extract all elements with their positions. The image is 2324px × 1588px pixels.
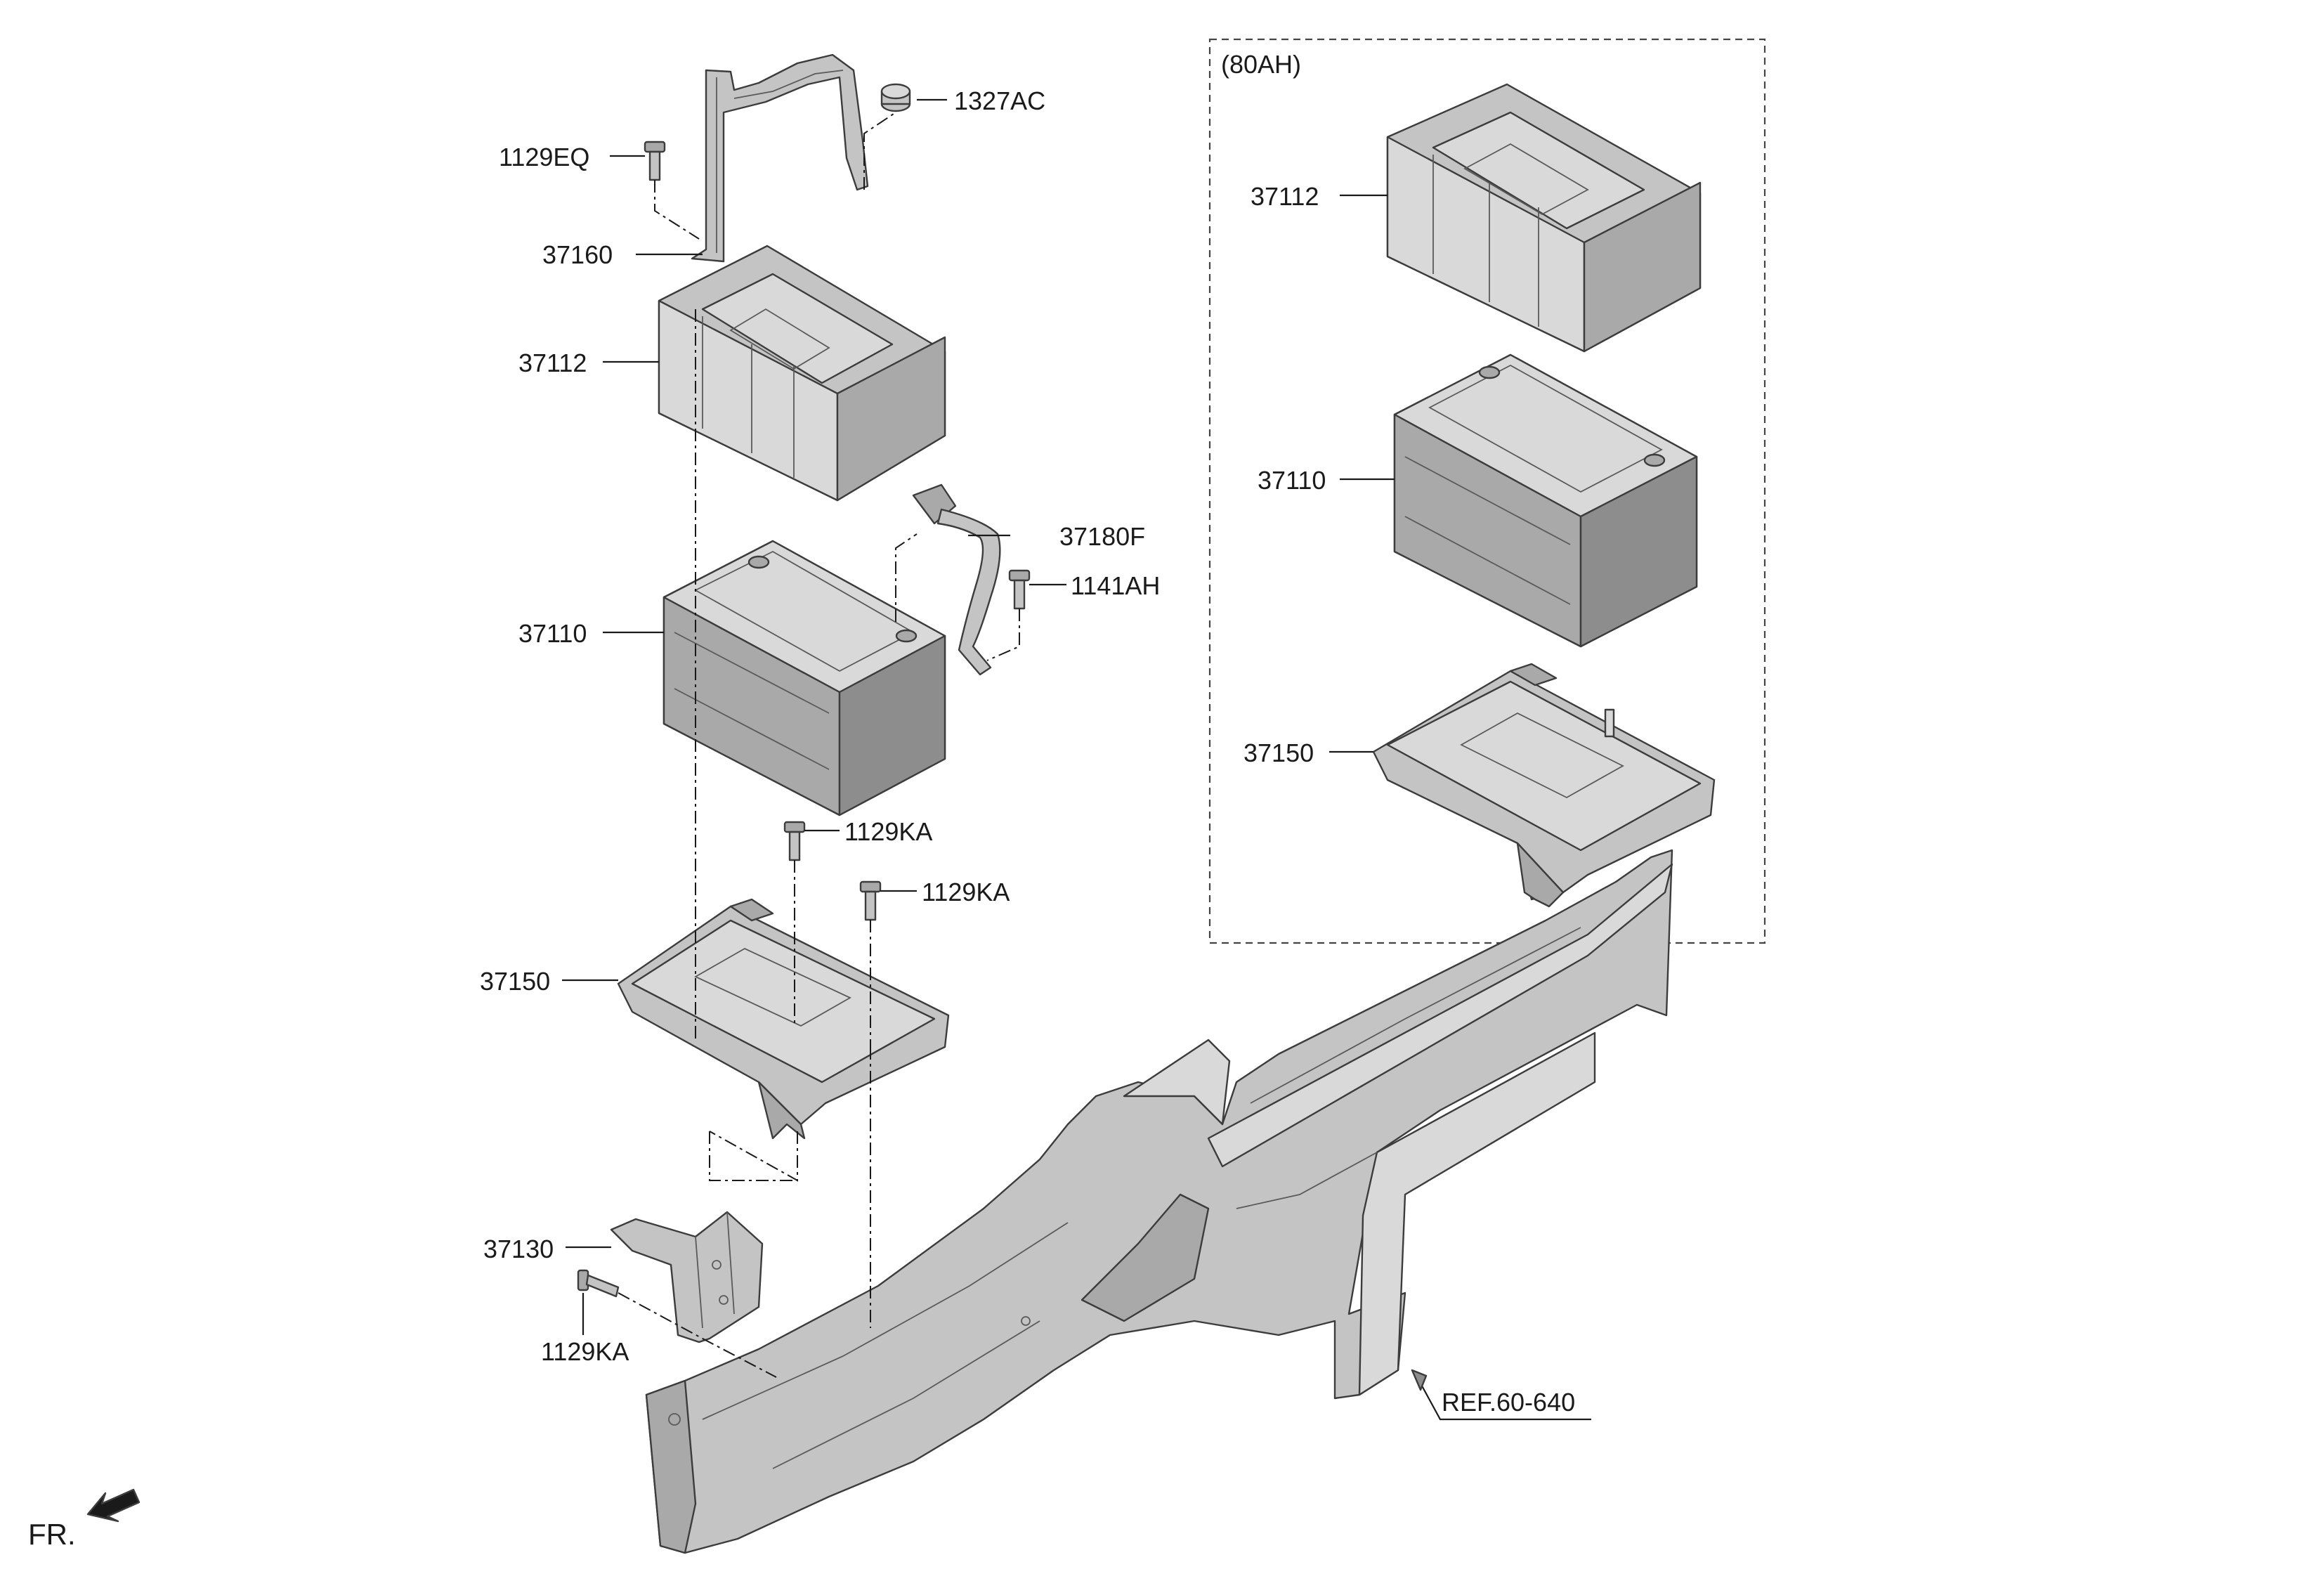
- label-front: FR.: [28, 1518, 76, 1551]
- reference-arrow-icon: [1411, 1369, 1428, 1391]
- label-1129ka-c: 1129KA: [541, 1337, 629, 1366]
- label-37180f: 37180F: [1059, 522, 1145, 551]
- bolt-1129ka-c-icon[interactable]: [577, 1269, 620, 1298]
- bolt-1141ah-icon[interactable]: [1008, 569, 1031, 610]
- label-reference: REF.60-640: [1442, 1388, 1575, 1417]
- label-37110-left: 37110: [518, 619, 587, 648]
- battery-right-part[interactable]: [1393, 353, 1698, 648]
- battery-cover-left-part[interactable]: [658, 245, 946, 502]
- label-37112-left: 37112: [518, 349, 587, 377]
- battery-cable-part[interactable]: [912, 483, 1001, 676]
- bolt-1129eq-icon[interactable]: [644, 141, 666, 181]
- label-37160: 37160: [542, 240, 613, 269]
- label-1129ka-a: 1129KA: [844, 817, 932, 846]
- bolt-1129ka-b-icon[interactable]: [859, 880, 882, 921]
- label-80ah: (80AH): [1221, 50, 1301, 79]
- front-arrow-icon: [86, 1488, 141, 1523]
- label-37150-left: 37150: [480, 967, 550, 996]
- label-1141ah: 1141AH: [1071, 571, 1160, 600]
- assembly-guide-lines: [618, 112, 1020, 1378]
- label-37130: 37130: [483, 1235, 554, 1263]
- mounting-bracket-part[interactable]: [610, 1211, 764, 1343]
- battery-tray-left-part[interactable]: [617, 898, 950, 1140]
- label-1129ka-b: 1129KA: [922, 878, 1010, 906]
- label-37110-right: 37110: [1258, 466, 1326, 495]
- side-member-reference-part[interactable]: [645, 849, 1673, 1554]
- nut-1327ac-icon[interactable]: [880, 83, 911, 112]
- battery-cover-right-part[interactable]: [1386, 83, 1702, 353]
- label-37150-right: 37150: [1243, 738, 1314, 767]
- battery-tray-right-part[interactable]: [1372, 663, 1716, 908]
- bolt-1129ka-a-icon[interactable]: [783, 821, 806, 861]
- variant-80ah-box: [1208, 38, 1766, 944]
- label-1129eq: 1129EQ: [499, 143, 589, 171]
- leader-lines: [562, 98, 1591, 1421]
- label-37112-right: 37112: [1251, 182, 1319, 211]
- battery-clamp-part[interactable]: [691, 53, 869, 263]
- battery-left-part[interactable]: [662, 540, 946, 816]
- label-1327ac: 1327AC: [954, 86, 1045, 115]
